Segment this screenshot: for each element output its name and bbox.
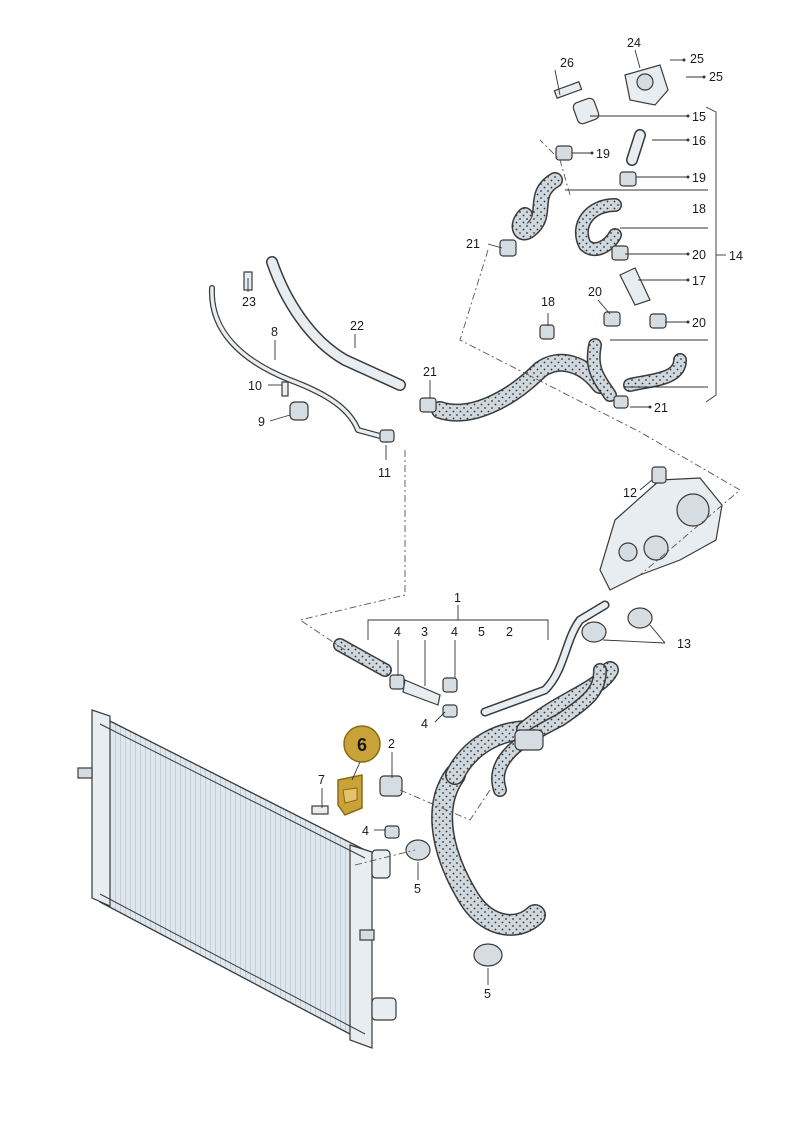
callout-18: 18 [541,295,555,309]
callout-21: 21 [423,365,437,379]
callout-20: 20 [692,316,706,330]
callout-25: 25 [690,52,704,66]
callout-18: 18 [692,202,706,216]
callout-19: 19 [692,171,706,185]
callout-4: 4 [451,625,458,639]
callout-labels: 1 2 2 3 4 4 4 4 5 5 5 7 8 9 10 11 12 13 … [242,36,743,1001]
callout-5: 5 [478,625,485,639]
callout-3: 3 [421,625,428,639]
radiator [77,709,397,1049]
callout-9: 9 [258,415,265,429]
callout-11: 11 [378,466,391,480]
callout-17: 17 [692,274,706,288]
leader-lines [247,49,726,985]
callout-4: 4 [421,717,428,731]
coolant-pump-housing [599,466,723,591]
callout-23: 23 [242,295,256,309]
small-parts [243,81,667,967]
callout-19: 19 [596,147,610,161]
callout-10: 10 [248,379,262,393]
callout-2: 2 [388,737,395,751]
callout-26: 26 [560,56,574,70]
callout-7: 7 [318,773,325,787]
callout-25: 25 [709,70,723,84]
callout-24: 24 [627,36,641,50]
callout-15: 15 [692,110,706,124]
callout-2: 2 [506,625,513,639]
highlighted-part-6-bracket [337,774,363,816]
callout-6: 6 [357,735,367,755]
callout-6-highlight-badge: 6 [343,725,381,781]
callout-13: 13 [677,637,691,651]
callout-1: 1 [454,591,461,605]
callout-12: 12 [623,486,637,500]
callout-16: 16 [692,134,706,148]
callout-14: 14 [729,249,743,263]
callout-4: 4 [362,824,369,838]
callout-21: 21 [654,401,668,415]
callout-20: 20 [692,248,706,262]
control-valve [572,64,669,166]
hose-group [208,172,687,936]
callout-5: 5 [484,987,491,1001]
assembly-lines [298,139,741,866]
callout-8: 8 [271,325,278,339]
callout-21: 21 [466,237,480,251]
callout-5: 5 [414,882,421,896]
callout-4: 4 [394,625,401,639]
callout-22: 22 [350,319,364,333]
callout-20: 20 [588,285,602,299]
